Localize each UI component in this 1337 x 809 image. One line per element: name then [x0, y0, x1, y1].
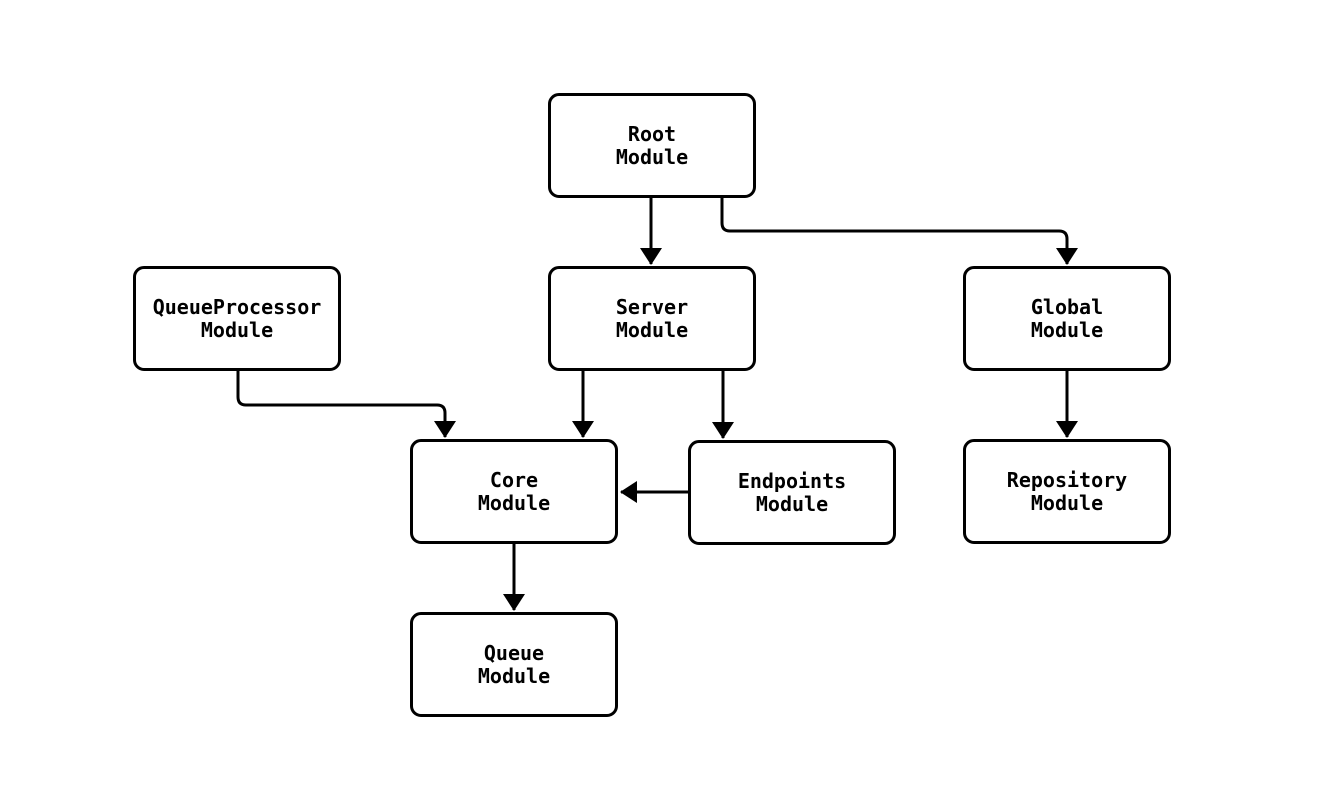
- node-queue-module-label: Queue Module: [477, 640, 551, 688]
- edge-root-to-global: [720, 198, 1078, 265]
- node-root-module: Root Module: [548, 93, 756, 198]
- node-endpoints-module-label: Endpoints Module: [737, 468, 847, 516]
- node-queue-module: Queue Module: [410, 612, 618, 717]
- node-repository-module: Repository Module: [963, 439, 1171, 544]
- node-server-module: Server Module: [548, 266, 756, 371]
- node-core-module: Core Module: [410, 439, 618, 544]
- node-global-module-label: Global Module: [1030, 294, 1104, 342]
- node-endpoints-module: Endpoints Module: [688, 440, 896, 545]
- node-server-module-label: Server Module: [615, 294, 689, 342]
- node-queueprocessor-module-label: QueueProcessor Module: [152, 294, 322, 342]
- edge-queueprocessor-to-core: [236, 371, 456, 438]
- node-queueprocessor-module: QueueProcessor Module: [133, 266, 341, 371]
- node-root-module-label: Root Module: [615, 121, 689, 169]
- node-core-module-label: Core Module: [477, 467, 551, 515]
- node-repository-module-label: Repository Module: [1006, 467, 1128, 515]
- node-global-module: Global Module: [963, 266, 1171, 371]
